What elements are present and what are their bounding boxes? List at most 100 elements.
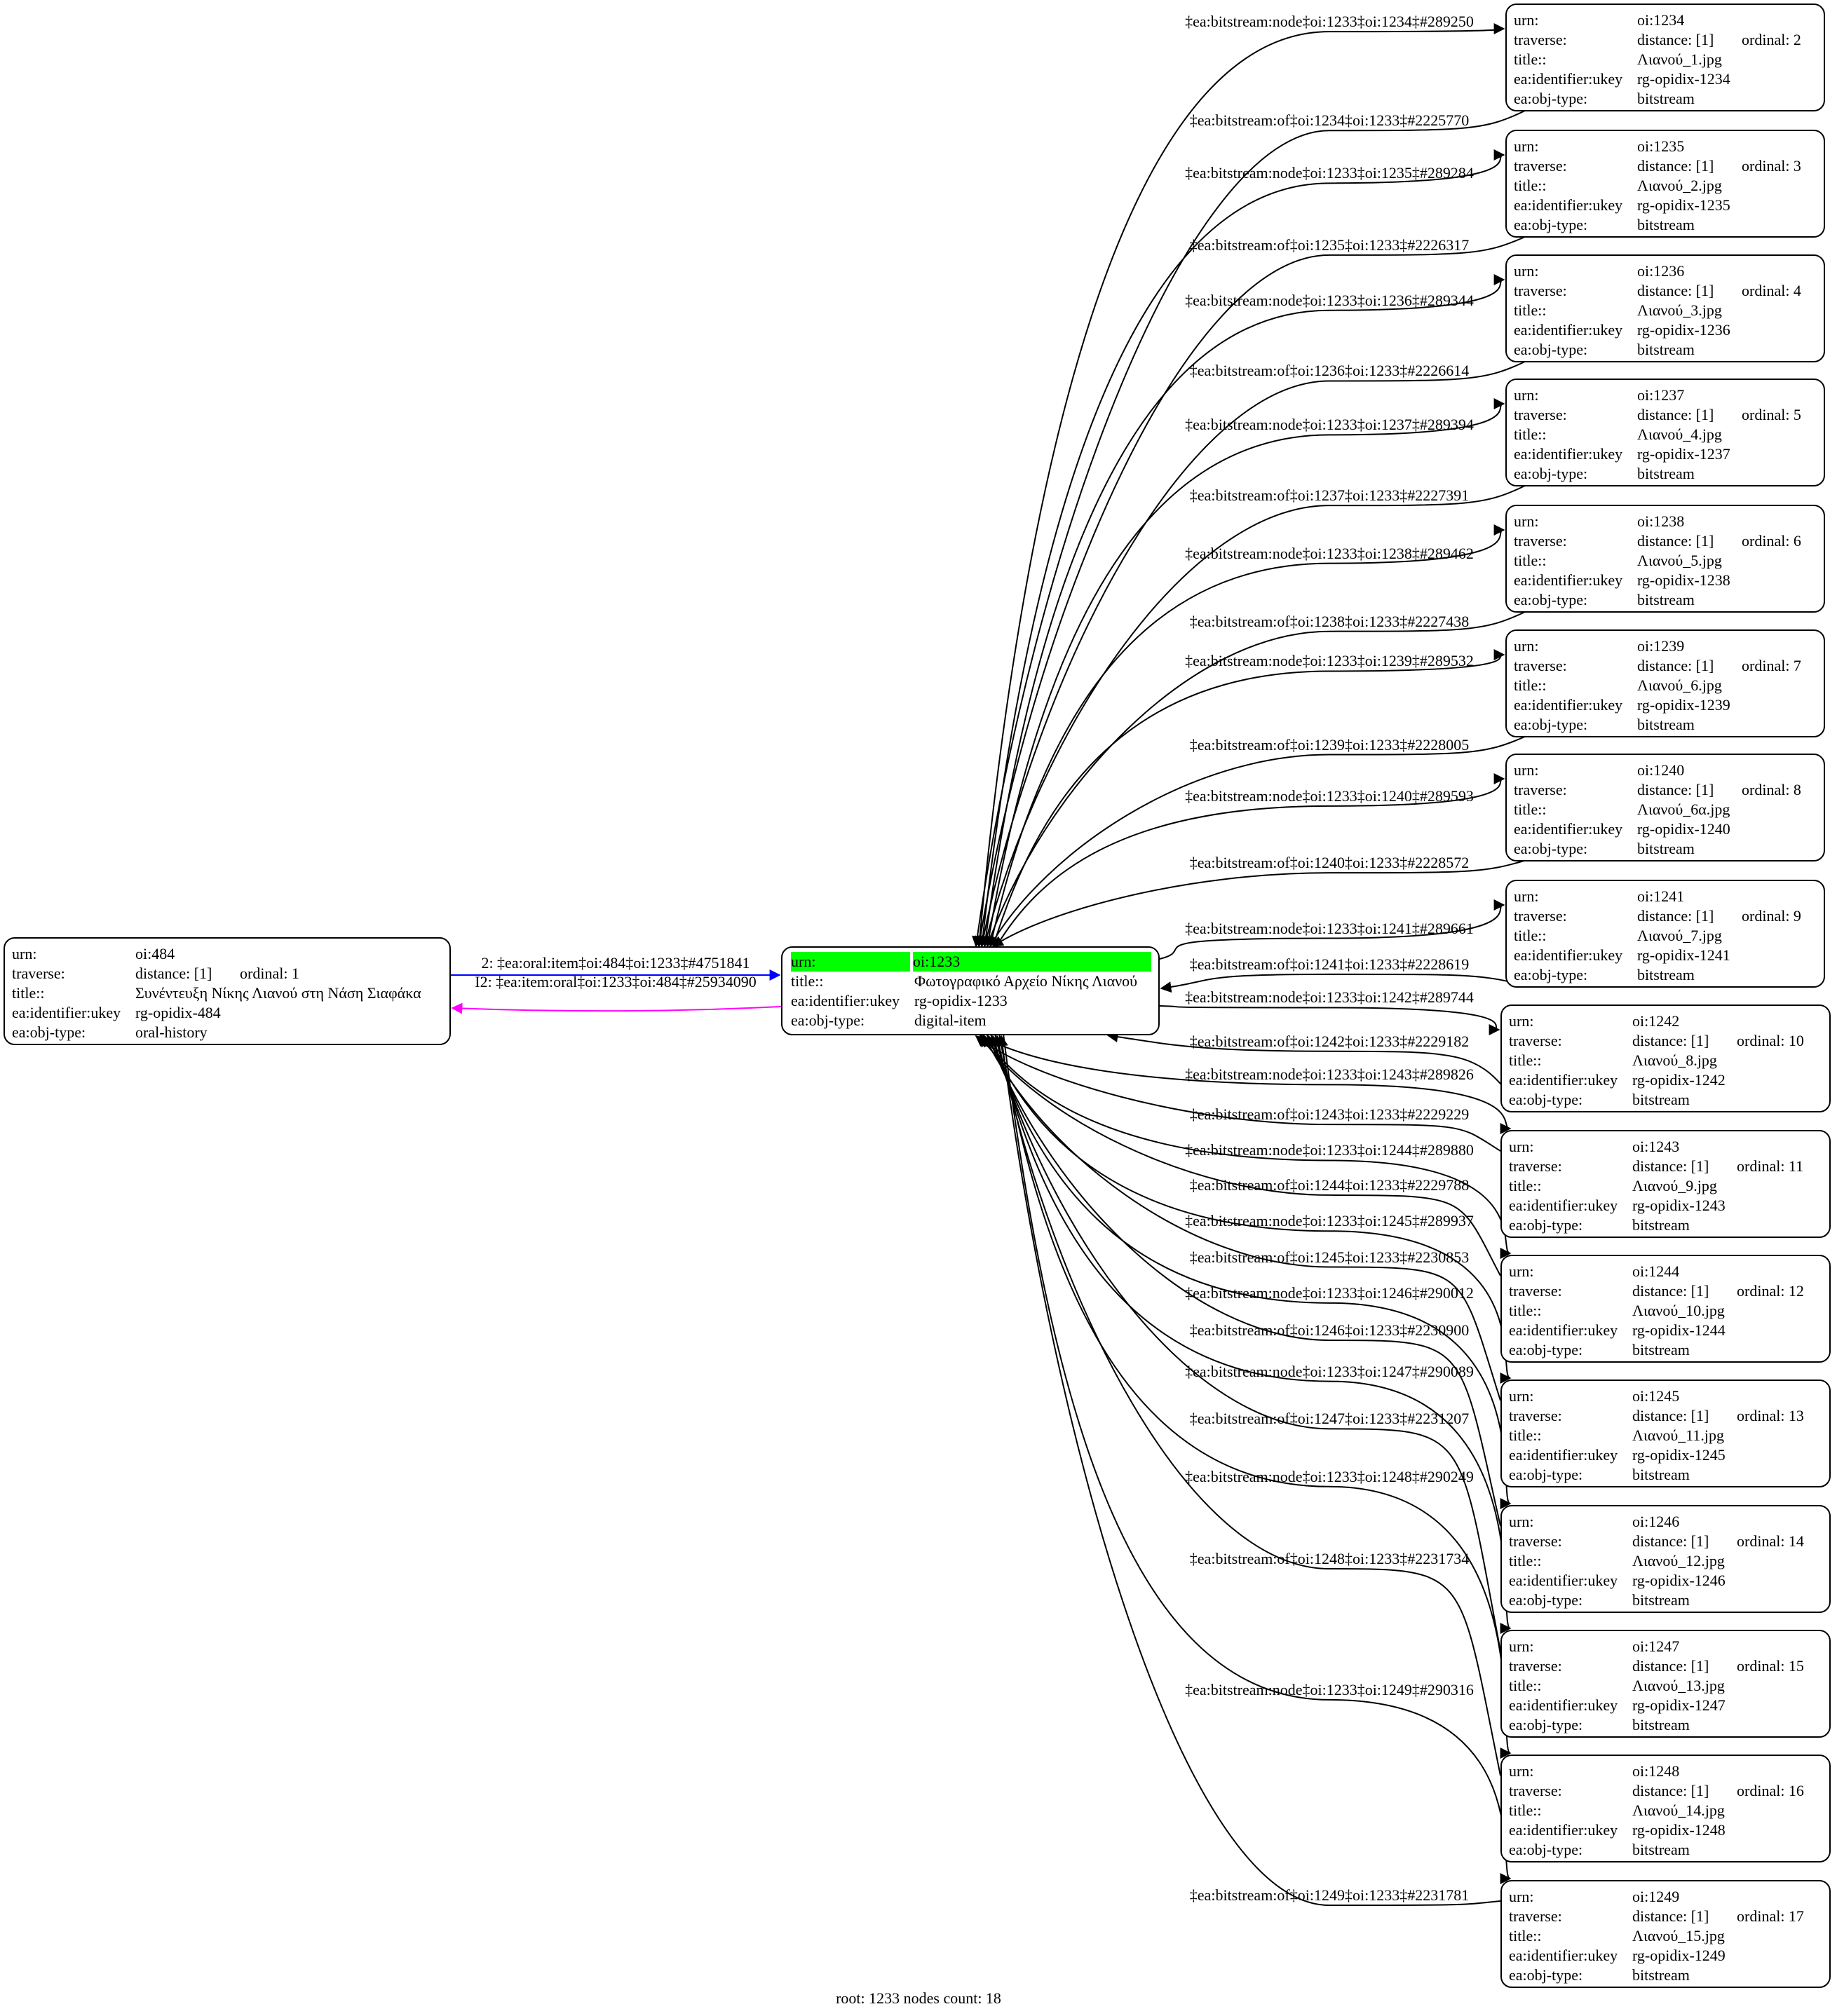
ukey-value: rg-opidix-1249 [1632, 1947, 1726, 1964]
ordinal-value: ordinal: 7 [1742, 657, 1801, 674]
title-label: title:: [1509, 1051, 1542, 1069]
edge-label-bitstream-of: ‡ea:bitstream:of‡oi:1248‡oi:1233‡#223173… [1189, 1550, 1470, 1568]
type-value: bitstream [1632, 1966, 1690, 1984]
edge-label-bitstream-of: ‡ea:bitstream:of‡oi:1243‡oi:1233‡#222922… [1189, 1105, 1470, 1124]
ordinal-value: ordinal: 17 [1737, 1907, 1804, 1925]
edge-bitstream-node [992, 649, 1505, 948]
oral-history-node[interactable]: urn:oi:484 traverse:distance: [1]ordinal… [4, 937, 451, 1045]
urn-value: oi:1246 [1632, 1513, 1680, 1530]
urn-value: oi:1237 [1637, 386, 1685, 404]
traverse-value: distance: [1] [1637, 282, 1714, 299]
title-value: Λιανού_6.jpg [1637, 676, 1722, 694]
edge-label-bitstream-of: ‡ea:bitstream:of‡oi:1242‡oi:1233‡#222918… [1189, 1032, 1470, 1050]
edge-label-bitstream-node: ‡ea:bitstream:node‡oi:1233‡oi:1236‡#2893… [1185, 291, 1474, 309]
edge-label-bitstream-node: ‡ea:bitstream:node‡oi:1233‡oi:1249‡#2903… [1185, 1680, 1474, 1698]
title-value: Λιανού_4.jpg [1637, 425, 1722, 443]
urn-label: urn: [1509, 1637, 1534, 1655]
ukey-value: rg-opidix-1240 [1637, 820, 1730, 838]
root-node[interactable]: urn:oi:1233 title::Φωτογραφικό Αρχείο Νί… [781, 946, 1160, 1035]
ukey-value: rg-opidix-1243 [1632, 1197, 1726, 1214]
edge-bitstream-node [978, 23, 1505, 948]
title-value: Φωτογραφικό Αρχείο Νίκης Λιανού [914, 972, 1138, 990]
title-label: title:: [791, 972, 824, 990]
traverse-label: traverse: [1509, 1407, 1562, 1424]
traverse-label: traverse: [12, 965, 65, 982]
traverse-value: distance: [1] [1637, 406, 1714, 423]
edge-label-bitstream-node: ‡ea:bitstream:node‡oi:1233‡oi:1234‡#2892… [1185, 13, 1474, 31]
edge-label-bitstream-of: ‡ea:bitstream:of‡oi:1245‡oi:1233‡#223085… [1189, 1248, 1470, 1266]
traverse-value: distance: [1] [1632, 1782, 1709, 1799]
urn-value: oi:1242 [1632, 1012, 1680, 1030]
ukey-label: ea:identifier:ukey [1514, 946, 1623, 964]
urn-label: urn: [1514, 761, 1539, 779]
title-label: title:: [1514, 552, 1547, 569]
title-value: Λιανού_5.jpg [1637, 552, 1722, 569]
ukey-value: rg-opidix-1238 [1637, 571, 1730, 589]
edge-label-bitstream-of: ‡ea:bitstream:of‡oi:1247‡oi:1233‡#223120… [1189, 1410, 1470, 1428]
edge-label-bitstream-of: ‡ea:bitstream:of‡oi:1249‡oi:1233‡#223178… [1189, 1886, 1470, 1905]
ukey-label: ea:identifier:ukey [1509, 1947, 1618, 1964]
edge-label-item-oral: I2: ‡ea:item:oral‡oi:1233‡oi:484‡#259340… [475, 973, 757, 990]
type-value: bitstream [1632, 1591, 1690, 1609]
urn-label: urn: [1509, 1513, 1534, 1530]
ordinal-value: ordinal: 13 [1737, 1407, 1804, 1424]
type-label: ea:obj-type: [1514, 465, 1588, 482]
edge-bitstream-of [1106, 1031, 1522, 1112]
urn-label: urn: [1514, 386, 1539, 404]
ordinal-value: ordinal: 1 [240, 965, 299, 982]
type-value: bitstream [1637, 90, 1695, 107]
ordinal-value: ordinal: 15 [1737, 1657, 1804, 1675]
urn-value: oi:1249 [1632, 1888, 1680, 1905]
ordinal-value: ordinal: 4 [1742, 282, 1801, 299]
title-label: title:: [1509, 1177, 1542, 1194]
traverse-value: distance: [1] [1637, 907, 1714, 925]
title-value: Λιανού_15.jpg [1632, 1927, 1725, 1945]
type-label: ea:obj-type: [1509, 1091, 1583, 1108]
type-value: bitstream [1632, 1216, 1690, 1234]
type-label: ea:obj-type: [1514, 216, 1588, 233]
traverse-label: traverse: [1514, 282, 1567, 299]
type-label: ea:obj-type: [1509, 1841, 1583, 1858]
ukey-value: rg-opidix-1234 [1637, 70, 1730, 88]
type-value: bitstream [1632, 1091, 1690, 1108]
urn-value: oi:1240 [1637, 761, 1685, 779]
ukey-value: rg-opidix-1246 [1632, 1572, 1726, 1589]
type-value: bitstream [1637, 966, 1695, 983]
urn-label: urn: [1514, 11, 1539, 29]
ordinal-value: ordinal: 6 [1742, 532, 1801, 550]
title-value: Λιανού_2.jpg [1637, 177, 1722, 194]
title-label: title:: [1514, 177, 1547, 194]
urn-label: urn: [1509, 1762, 1534, 1780]
urn-value: oi:1248 [1632, 1762, 1680, 1780]
edge-label-bitstream-of: ‡ea:bitstream:of‡oi:1235‡oi:1233‡#222631… [1189, 236, 1470, 254]
edge-label-bitstream-node: ‡ea:bitstream:node‡oi:1233‡oi:1240‡#2895… [1185, 786, 1474, 805]
edge-root-to-oral [451, 1002, 782, 1014]
title-value: Λιανού_14.jpg [1632, 1802, 1725, 1819]
ukey-value: rg-opidix-484 [135, 1004, 221, 1021]
edge-bitstream-node [977, 1033, 1512, 1134]
edge-label-bitstream-of: ‡ea:bitstream:of‡oi:1238‡oi:1233‡#222743… [1189, 612, 1470, 630]
urn-label: urn: [1509, 1012, 1534, 1030]
title-label: title:: [1514, 927, 1547, 944]
edge-bitstream-node [990, 1033, 1512, 1509]
urn-value: oi:1243 [1632, 1138, 1680, 1155]
edge-label-bitstream-node: ‡ea:bitstream:node‡oi:1233‡oi:1247‡#2900… [1185, 1362, 1474, 1380]
edge-label-bitstream-node: ‡ea:bitstream:node‡oi:1233‡oi:1235‡#2892… [1185, 164, 1474, 182]
edge-bitstream-of [1160, 973, 1527, 993]
